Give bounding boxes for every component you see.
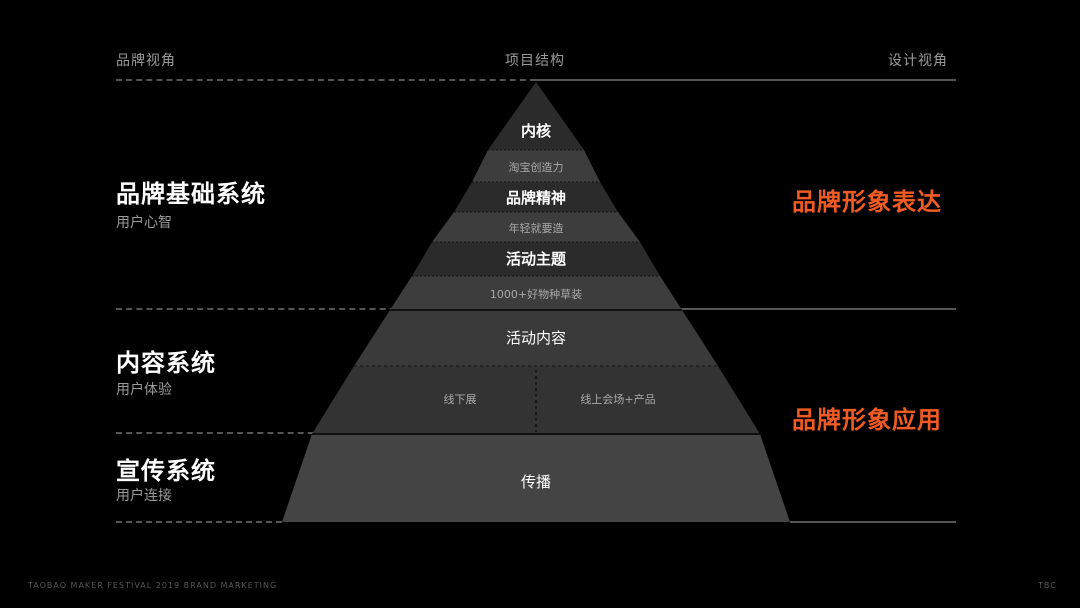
section-brand-foundation-subtitle: 用户心智 bbox=[116, 215, 172, 231]
label-brand-spirit: 品牌精神 bbox=[506, 189, 566, 207]
header-brand-view: 品牌视角 bbox=[116, 53, 176, 69]
bottom-left-dashed-line bbox=[116, 521, 282, 523]
layer-core bbox=[488, 82, 584, 150]
layer-theme bbox=[412, 242, 660, 276]
label-core: 内核 bbox=[521, 122, 551, 140]
section-promotion-title: 宣传系统 bbox=[116, 457, 216, 485]
mid1-left-dashed-line bbox=[116, 308, 406, 310]
layer-young bbox=[432, 212, 640, 242]
layer-content bbox=[354, 310, 718, 366]
label-creativity: 淘宝创造力 bbox=[509, 160, 564, 174]
section-promotion-subtitle: 用户连接 bbox=[116, 488, 172, 504]
layer-brand-spirit bbox=[454, 182, 618, 212]
footer-left-text: TAOBAO MAKER FESTIVAL 2019 BRAND MARKETI… bbox=[28, 581, 278, 590]
layer-communication bbox=[282, 434, 790, 522]
top-right-line bbox=[536, 79, 956, 81]
section-brand-foundation-title: 品牌基础系统 bbox=[116, 180, 266, 208]
label-products: 1000+好物种草装 bbox=[490, 287, 582, 301]
label-communication: 传播 bbox=[521, 473, 551, 491]
right-brand-application: 品牌形象应用 bbox=[792, 406, 942, 434]
top-left-dashed-line bbox=[116, 79, 536, 81]
right-brand-expression: 品牌形象表达 bbox=[792, 188, 942, 216]
label-offline: 线下展 bbox=[444, 392, 477, 406]
mid2-left-dashed-line bbox=[116, 432, 334, 434]
label-content: 活动内容 bbox=[506, 329, 566, 347]
bottom-right-line bbox=[790, 521, 956, 523]
section-content-subtitle: 用户体验 bbox=[116, 382, 172, 398]
label-young: 年轻就要造 bbox=[509, 221, 564, 235]
layer-products bbox=[390, 276, 682, 310]
header-design-view: 设计视角 bbox=[888, 53, 948, 69]
mid1-right-line bbox=[666, 308, 956, 310]
layer-creativity bbox=[472, 150, 600, 182]
footer-right-text: TBC bbox=[1038, 581, 1057, 590]
section-content-title: 内容系统 bbox=[116, 349, 216, 377]
label-theme: 活动主题 bbox=[506, 250, 567, 268]
label-online: 线上会场+产品 bbox=[580, 392, 655, 406]
header-project-structure: 项目结构 bbox=[505, 53, 565, 69]
